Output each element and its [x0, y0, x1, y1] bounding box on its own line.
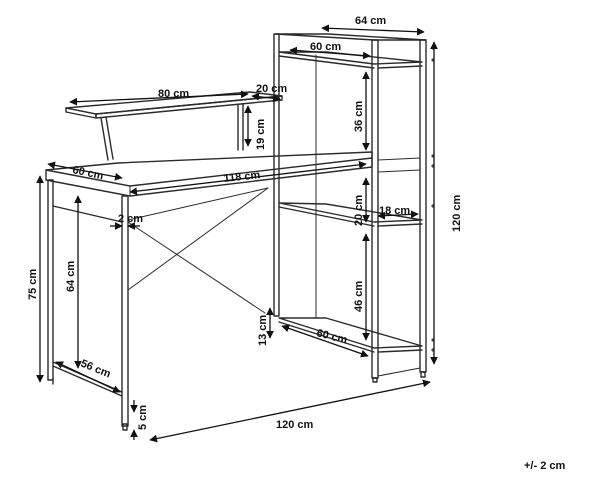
- shelf-top: [275, 33, 427, 41]
- shelf-front-right-upright: [419, 39, 427, 373]
- label-top-shelf-height: 36 cm: [353, 101, 365, 132]
- riser-leg: [100, 117, 109, 161]
- left-rear-leg: [47, 179, 54, 381]
- label-lower-shelf-height: 46 cm: [353, 281, 365, 312]
- label-foot-height: 5 cm: [137, 405, 149, 430]
- left-front-leg: [121, 195, 129, 427]
- label-riser-height: 19 cm: [255, 119, 267, 150]
- label-under-desk-height: 64 cm: [65, 261, 77, 292]
- label-total-height: 120 cm: [451, 194, 463, 232]
- label-shelf-total-width: 64 cm: [355, 15, 386, 27]
- tolerance-note: +/- 2 cm: [524, 460, 566, 472]
- label-desk-height: 75 cm: [27, 269, 39, 300]
- label-bottom-clearance: 13 cm: [257, 315, 269, 346]
- label-middle-shelf-height: 20 cm: [353, 195, 365, 226]
- cross-brace: [127, 221, 266, 314]
- label-riser-depth: 20 cm: [256, 83, 287, 95]
- label-desk-depth: 60 cm: [71, 164, 104, 182]
- cross-brace: [127, 187, 269, 291]
- label-leg-thickness: 2 cm: [118, 213, 143, 225]
- label-middle-shelf-depth: 18 cm: [379, 205, 410, 217]
- label-riser-width: 80 cm: [158, 88, 189, 100]
- label-base-depth: 56 cm: [79, 358, 113, 381]
- middle-shelf: [278, 202, 423, 223]
- label-desk-width: 118 cm: [223, 169, 261, 185]
- label-total-width: 120 cm: [276, 419, 314, 431]
- dimension-lines: [36, 24, 438, 443]
- shelf-front-left-upright: [371, 39, 379, 379]
- label-shelf-inner-width: 60 cm: [310, 41, 341, 53]
- top-shelf: [278, 51, 423, 65]
- dimension-labels: 64 cm 60 cm 80 cm 20 cm 19 cm 36 cm 60 c…: [27, 15, 463, 431]
